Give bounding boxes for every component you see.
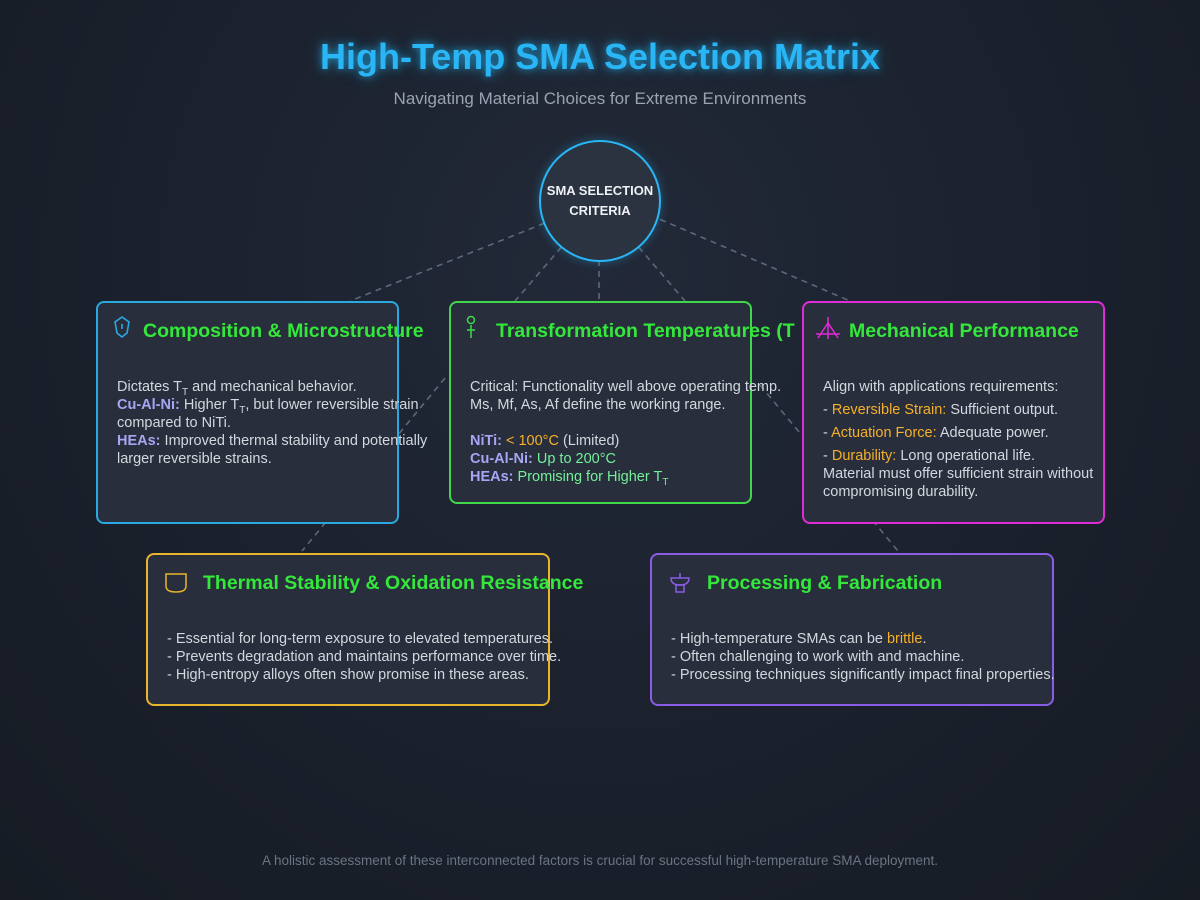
list-item: - Actuation Force: Adequate power.	[823, 425, 1049, 441]
shield-icon	[165, 573, 187, 593]
card-composition: Composition & Microstructure Dictates TT…	[96, 301, 427, 524]
hub-node: SMA SELECTION CRITERIA	[539, 140, 661, 262]
force-vector-icon	[816, 317, 840, 339]
crystal-icon	[114, 316, 130, 339]
crucible-icon	[670, 573, 690, 593]
card-transformation-body: Critical: Functionality well above opera…	[470, 379, 782, 488]
page-subtitle: Navigating Material Choices for Extreme …	[393, 89, 807, 108]
card-transformation: Transformation Temperatures (T Critical:…	[449, 301, 795, 504]
list-item: - High-temperature SMAs can be brittle.	[671, 631, 927, 647]
list-item: - Processing techniques significantly im…	[671, 667, 1055, 683]
card-transformation-title: Transformation Temperatures (T	[496, 320, 795, 342]
hub-label: SMA SELECTION CRITERIA	[546, 183, 654, 218]
card-mechanical: Mechanical Performance Align with applic…	[802, 301, 1105, 524]
connector-composition	[349, 214, 566, 302]
card-composition-body: Dictates TT and mechanical behavior. Cu-…	[117, 379, 428, 467]
list-item: - Essential for long-term exposure to el…	[167, 631, 554, 647]
card-thermal: Thermal Stability & Oxidation Resistance…	[146, 553, 583, 706]
card-processing-body: - High-temperature SMAs can be brittle. …	[671, 630, 1055, 684]
card-thermal-title: Thermal Stability & Oxidation Resistance	[203, 572, 584, 594]
card-mechanical-title: Mechanical Performance	[849, 320, 1079, 342]
connector-mechanical	[649, 214, 851, 302]
card-mechanical-body: Align with applications requirements: - …	[823, 379, 1094, 500]
thermometer-icon	[466, 315, 476, 338]
footer-note: A holistic assessment of these interconn…	[261, 853, 939, 868]
card-composition-title: Composition & Microstructure	[143, 320, 424, 342]
card-processing: Processing & Fabrication - High-temperat…	[650, 553, 1055, 706]
list-item: - Often challenging to work with and mac…	[671, 649, 965, 665]
list-item: - High-entropy alloys often show promise…	[167, 667, 529, 683]
list-item: - Reversible Strain: Sufficient output.	[823, 402, 1059, 418]
card-thermal-body: - Essential for long-term exposure to el…	[167, 630, 561, 684]
list-item: - Durability: Long operational life.	[823, 448, 1035, 464]
list-item: - Prevents degradation and maintains per…	[167, 649, 562, 665]
page-title: High-Temp SMA Selection Matrix	[319, 36, 881, 77]
card-processing-title: Processing & Fabrication	[707, 572, 943, 594]
